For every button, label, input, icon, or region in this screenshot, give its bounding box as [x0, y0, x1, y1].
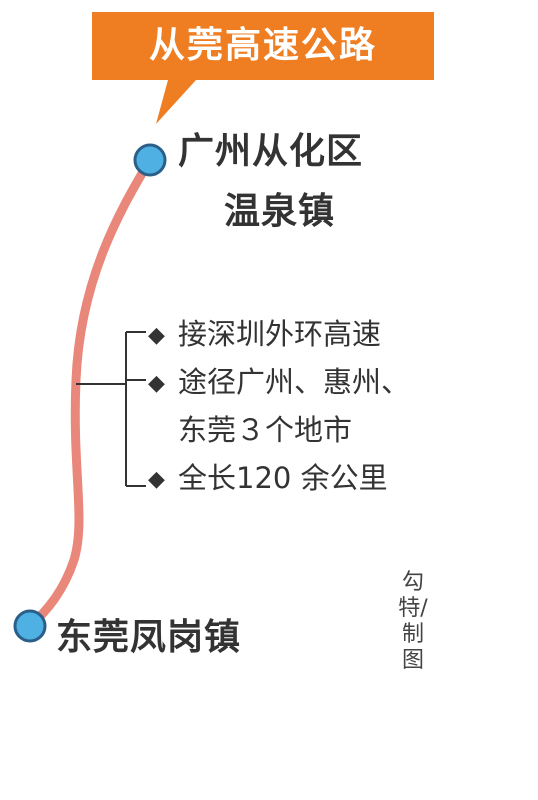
route-line — [25, 155, 155, 631]
fact-via-text-line1: 途径广州、惠州、 — [178, 365, 411, 399]
fact-via: ◆ 途径广州、惠州、 — [148, 364, 410, 402]
start-node — [133, 143, 167, 177]
start-location-line2: 温泉镇 — [224, 191, 336, 232]
start-location-line1: 广州从化区 — [178, 131, 364, 172]
diamond-bullet-icon: ◆ — [148, 323, 165, 348]
facts-bracket — [76, 331, 146, 487]
fact-length: ◆ 全长120 余公里 — [148, 460, 388, 498]
author-credit: 勾特/制图 — [398, 570, 428, 673]
title-callout-box — [92, 12, 434, 124]
end-location: 东莞凤岗镇 — [56, 617, 242, 658]
fact-via-continued: 东莞３个地市 — [178, 412, 352, 448]
fact-connect-text: 接深圳外环高速 — [178, 317, 382, 351]
diamond-bullet-icon: ◆ — [148, 467, 165, 492]
diagram-title: 从莞高速公路 — [148, 25, 377, 66]
diamond-bullet-icon: ◆ — [148, 371, 165, 396]
fact-via-text-line2: 东莞３个地市 — [178, 413, 353, 447]
end-node — [13, 609, 47, 643]
fact-connect: ◆ 接深圳外环高速 — [148, 316, 381, 354]
fact-length-text: 全长120 余公里 — [178, 461, 388, 495]
